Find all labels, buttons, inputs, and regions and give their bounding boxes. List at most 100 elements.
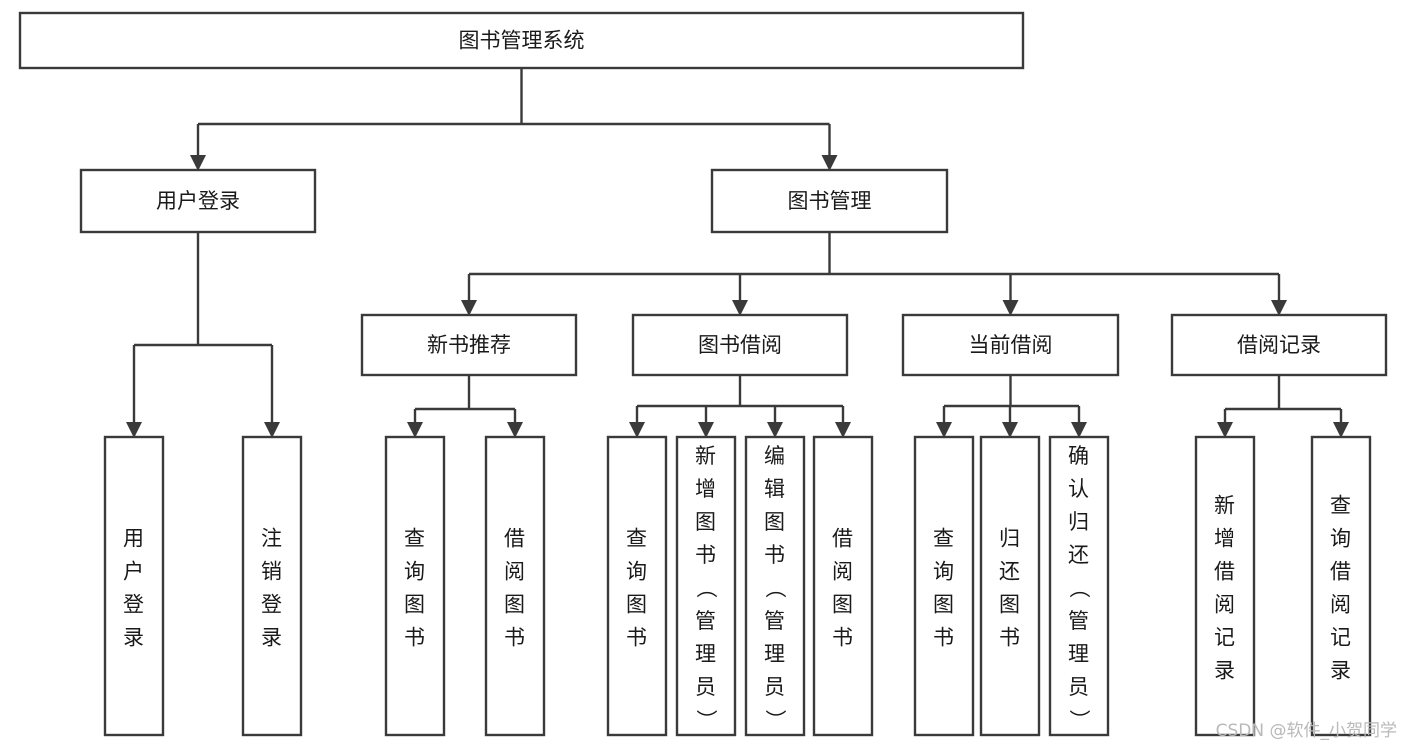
node-box [241, 435, 303, 737]
arrow-head-icon [126, 422, 142, 438]
arrow-head-icon [407, 422, 423, 438]
arrow-head-icon [767, 422, 783, 438]
node-box [606, 435, 668, 737]
arrow-head-icon [507, 422, 523, 438]
arrow-head-icon [264, 422, 280, 438]
leaf-label-char: 图 [832, 593, 854, 617]
leaf-label-char: 辑 [764, 477, 786, 501]
node-box [979, 435, 1041, 737]
leaf-label-char: 员 [764, 675, 786, 699]
arrow-head-icon [1002, 300, 1019, 316]
leaf-label-char: 管 [695, 609, 717, 633]
leaf-label-char: 注 [261, 527, 283, 551]
leaf-label-char: （ [1067, 577, 1091, 599]
node-label: 图书管理系统 [459, 29, 585, 53]
node-new-book-recommend[interactable]: 新书推荐 [360, 313, 578, 377]
arrow-head-icon [461, 300, 477, 316]
leaf-label-char: 编 [764, 444, 786, 468]
node-leaf-user-login[interactable]: 用户登录 [103, 435, 165, 737]
node-box [103, 435, 165, 737]
leaf-label-char: 图 [933, 593, 955, 617]
arrow-head-icon [1333, 422, 1349, 438]
node-label: 图书借阅 [698, 333, 782, 357]
node-box [631, 313, 849, 377]
leaf-label-char: 录 [261, 626, 283, 650]
node-label: 新书推荐 [427, 333, 511, 357]
leaf-label-char: 理 [695, 642, 717, 666]
arrow-head-icon [936, 422, 952, 438]
edge-group-new-book-recommend [407, 375, 523, 438]
leaf-label-char: （ [763, 577, 787, 599]
leaf-label-char: 书 [832, 626, 854, 650]
node-label: 用户登录 [156, 189, 240, 213]
leaf-label-char: 询 [933, 560, 955, 584]
arrow-head-icon [698, 422, 714, 438]
leaf-label-char: 书 [626, 626, 648, 650]
node-label: 借阅记录 [1237, 333, 1321, 357]
node-borrow-record[interactable]: 借阅记录 [1170, 313, 1388, 377]
connector-layer [126, 68, 1349, 438]
node-box [675, 435, 737, 737]
leaf-label-char: 增 [695, 477, 717, 501]
leaf-label-char: 理 [764, 642, 786, 666]
leaf-label-char: 新 [1214, 494, 1236, 518]
leaf-label-char: 户 [123, 560, 145, 584]
leaf-label-char: 图 [404, 593, 426, 617]
edge-group-root [190, 68, 838, 171]
leaf-label-char: 图 [626, 593, 648, 617]
edge-group-book-manage [461, 232, 1287, 316]
arrow-head-icon [1002, 422, 1018, 438]
leaf-label-char: 理 [1068, 642, 1090, 666]
leaf-label-char: 借 [1214, 560, 1236, 584]
leaf-label-char: 记 [1330, 626, 1352, 650]
leaf-label-char: 阅 [832, 560, 854, 584]
leaf-label-char: 书 [695, 543, 717, 567]
leaf-label-char: 录 [123, 626, 145, 650]
node-book-manage[interactable]: 图书管理 [710, 168, 949, 234]
arrow-head-icon [1217, 422, 1233, 438]
node-root[interactable]: 图书管理系统 [18, 11, 1025, 70]
node-box [79, 168, 317, 234]
node-label: 当前借阅 [969, 333, 1053, 357]
leaf-label-char: 登 [123, 593, 145, 617]
leaf-label-char: 阅 [504, 560, 526, 584]
node-box [1194, 435, 1256, 737]
edge-group-user-login [126, 232, 280, 438]
leaf-label-char: 归 [999, 527, 1021, 551]
arrow-head-icon [835, 422, 851, 438]
leaf-label-char: 管 [764, 609, 786, 633]
leaf-label-char: 归 [1068, 510, 1090, 534]
node-box [901, 313, 1120, 377]
node-box [1310, 435, 1372, 737]
leaf-label-char: ） [763, 709, 787, 731]
node-box [710, 168, 949, 234]
arrow-head-icon [821, 155, 838, 171]
leaf-label-char: 登 [261, 593, 283, 617]
leaf-label-char: 确 [1068, 444, 1090, 468]
node-box [744, 435, 806, 737]
leaf-label-char: 借 [832, 527, 854, 551]
leaf-label-char: 阅 [1214, 593, 1236, 617]
leaf-label-char: 图 [999, 593, 1021, 617]
node-current-borrow[interactable]: 当前借阅 [901, 313, 1120, 377]
leaf-label-char: 书 [404, 626, 426, 650]
node-box [484, 435, 546, 737]
node-book-borrow[interactable]: 图书借阅 [631, 313, 849, 377]
node-user-login[interactable]: 用户登录 [79, 168, 317, 234]
edge-group-current-borrow [936, 375, 1087, 438]
leaf-label-char: 图 [695, 510, 717, 534]
